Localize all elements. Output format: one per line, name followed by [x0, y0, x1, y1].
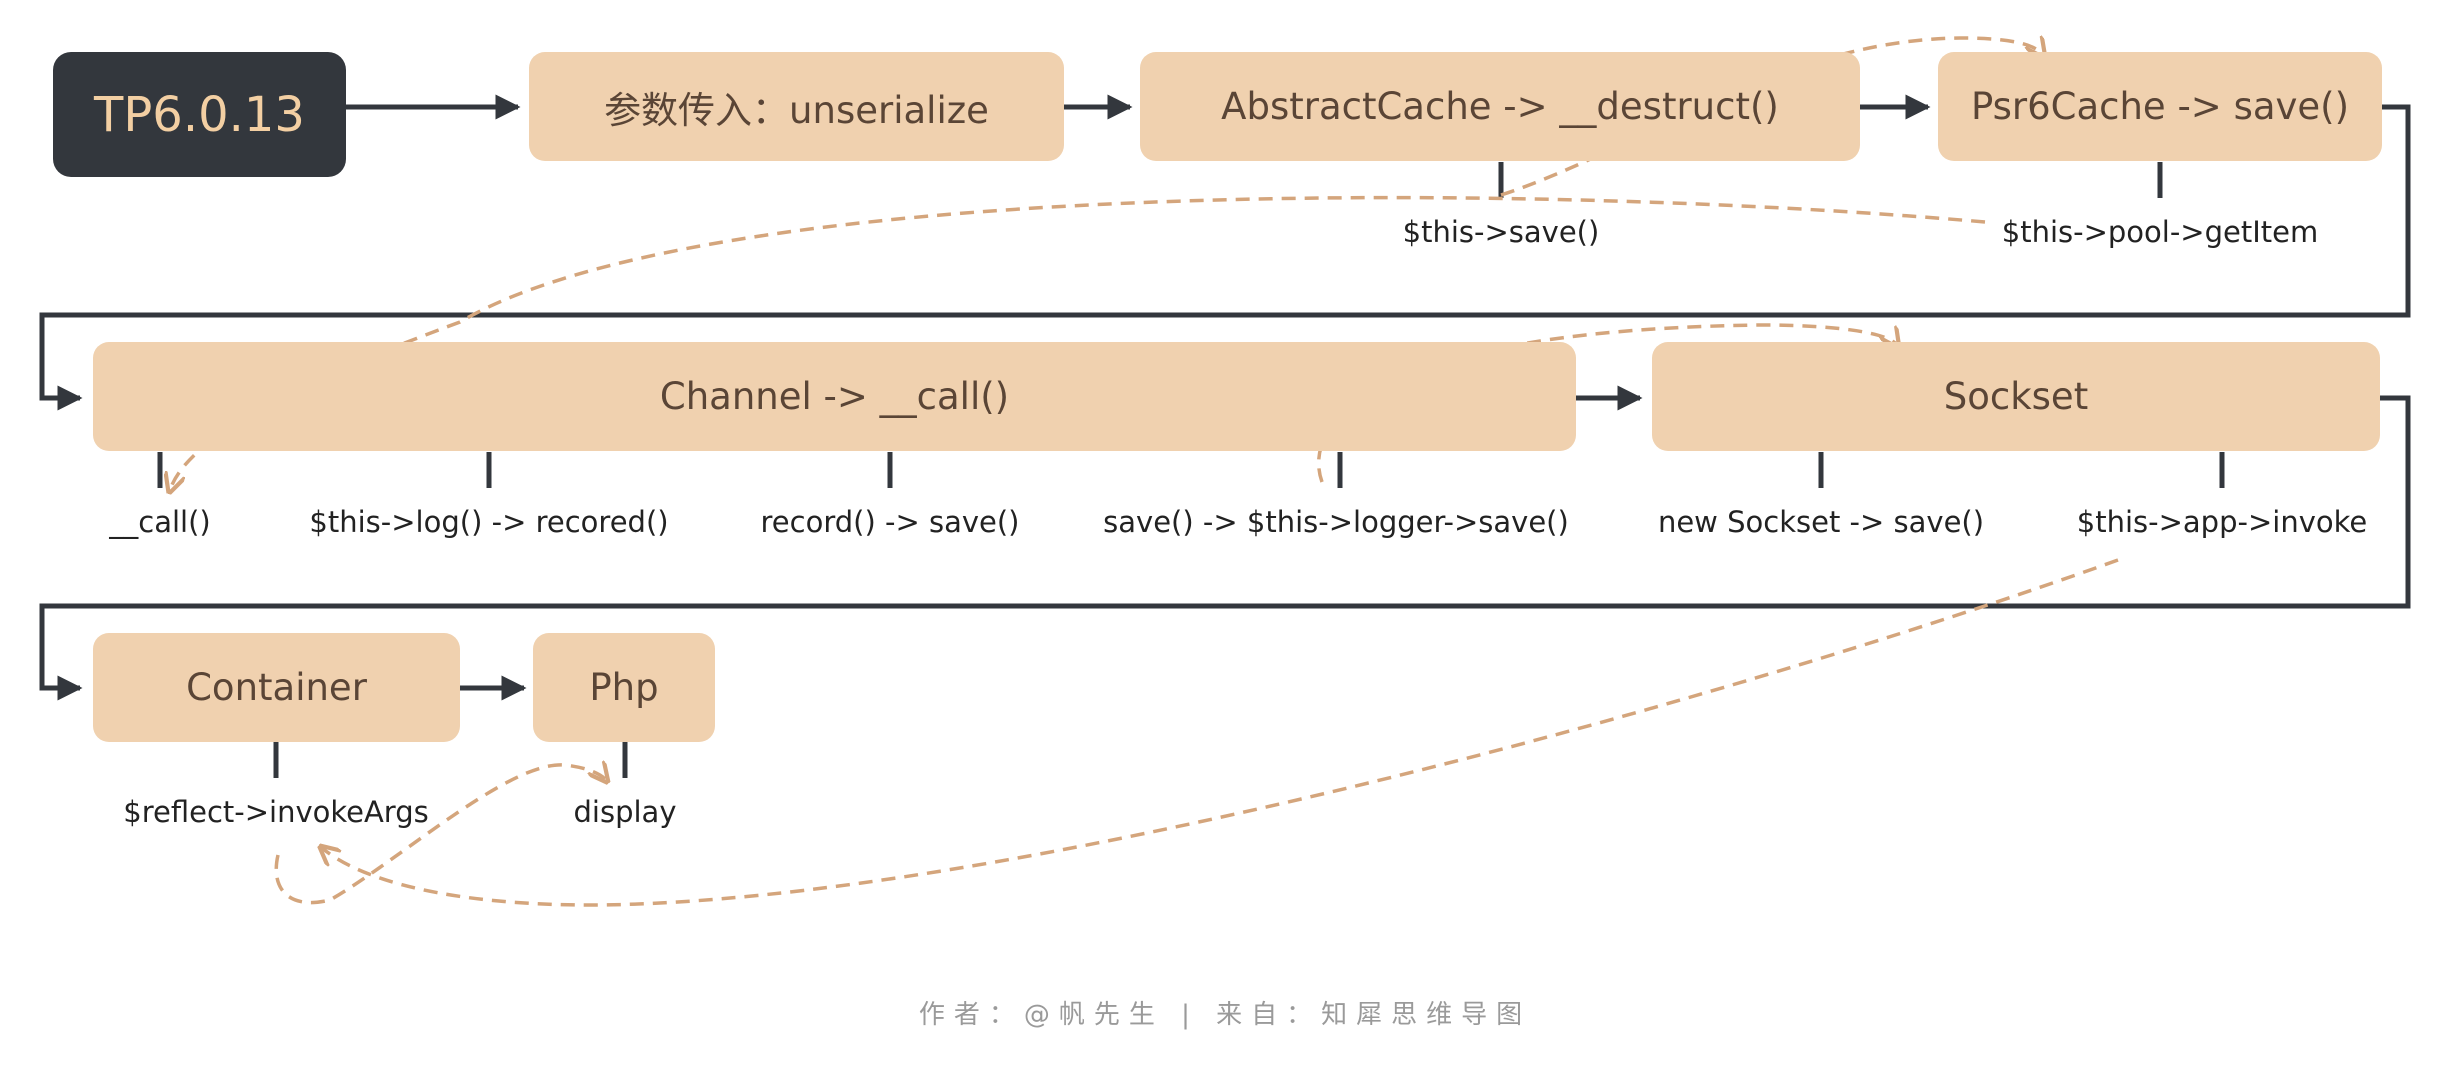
label-new-sockset: new Sockset -> save() — [1657, 505, 1985, 539]
dashed-flow — [170, 38, 2119, 907]
label-display: display — [573, 795, 677, 829]
label-this-save: $this->save() — [1402, 215, 1600, 249]
node-abstractcache-destruct: AbstractCache -> __destruct() — [1140, 52, 1860, 161]
label-pool-getitem: $this->pool->getItem — [2001, 215, 2319, 249]
wrap-row1-to-row2 — [39, 104, 2411, 411]
node-php: Php — [533, 633, 715, 742]
label-record-save: record() -> save() — [760, 505, 1020, 539]
label-logger-save: save() -> $this->logger->save() — [1103, 505, 1569, 539]
label-app-invoke: $this->app->invoke — [2076, 505, 2368, 539]
node-psr6cache-save: Psr6Cache -> save() — [1938, 52, 2382, 161]
solid-connectors — [39, 94, 2411, 778]
dashed-getitem-to-call — [170, 195, 1986, 490]
dashed-invoke-to-invokeargs — [322, 558, 2119, 907]
node-channel-call: Channel -> __call() — [93, 342, 1576, 451]
label-call: __call() — [109, 505, 211, 539]
root-node-tp6: TP6.0.13 — [53, 52, 346, 177]
node-params-unserialize: 参数传入：unserialize — [529, 52, 1064, 161]
label-invoke-args: $reflect->invokeArgs — [123, 795, 429, 829]
node-container: Container — [93, 633, 460, 742]
footer-credit: 作者：@帆先生 | 来自：知犀思维导图 — [918, 1000, 1532, 1030]
node-sockset: Sockset — [1652, 342, 2380, 451]
wrap-row2-to-row3 — [39, 395, 2411, 701]
label-log-recored: $this->log() -> recored() — [309, 505, 669, 539]
dashed-invokeargs-to-display — [274, 765, 606, 905]
